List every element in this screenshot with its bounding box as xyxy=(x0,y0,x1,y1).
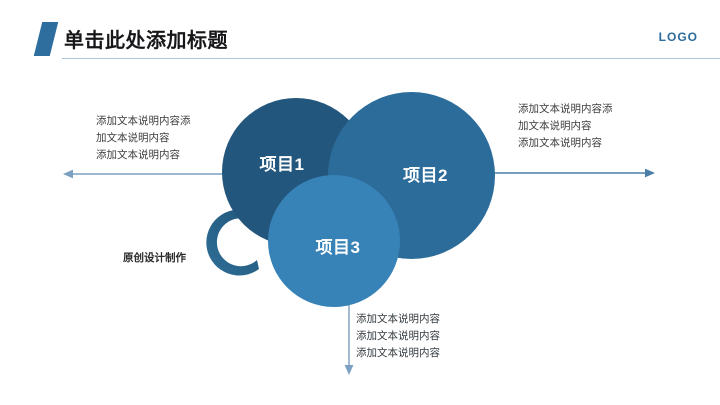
text-line: 添加文本说明内容添 xyxy=(96,115,191,127)
circle-item-3[interactable]: 项目3 xyxy=(268,175,400,307)
title-accent-bar xyxy=(33,22,59,56)
text-line: 添加文本说明内容 xyxy=(518,137,602,149)
text-line: 添加文本说明内容添 xyxy=(518,103,613,115)
text-line: 加文本说明内容 xyxy=(518,120,592,132)
logo: LOGO xyxy=(658,30,698,44)
circle-item-2-label: 项目2 xyxy=(403,166,448,185)
cycle-arrow-label: 原创设计制作 xyxy=(123,252,186,264)
text-line: 添加文本说明内容 xyxy=(96,149,180,161)
text-line: 添加文本说明内容 xyxy=(356,313,440,325)
circle-item-3-label: 项目3 xyxy=(315,237,361,257)
text-line: 添加文本说明内容 xyxy=(356,330,440,342)
header-divider xyxy=(62,58,720,59)
page-title: 单击此处添加标题 xyxy=(64,30,228,52)
text-line: 添加文本说明内容 xyxy=(356,347,440,359)
text-block-right: 添加文本说明内容添 加文本说明内容 添加文本说明内容 xyxy=(518,101,613,152)
text-block-bottom: 添加文本说明内容 添加文本说明内容 添加文本说明内容 xyxy=(356,311,440,362)
circle-item-1-label: 项目1 xyxy=(259,154,305,174)
text-block-left: 添加文本说明内容添 加文本说明内容 添加文本说明内容 xyxy=(96,113,191,164)
arrow-left-icon xyxy=(63,169,242,179)
arrow-right-icon xyxy=(488,168,655,178)
text-line: 加文本说明内容 xyxy=(96,132,170,144)
